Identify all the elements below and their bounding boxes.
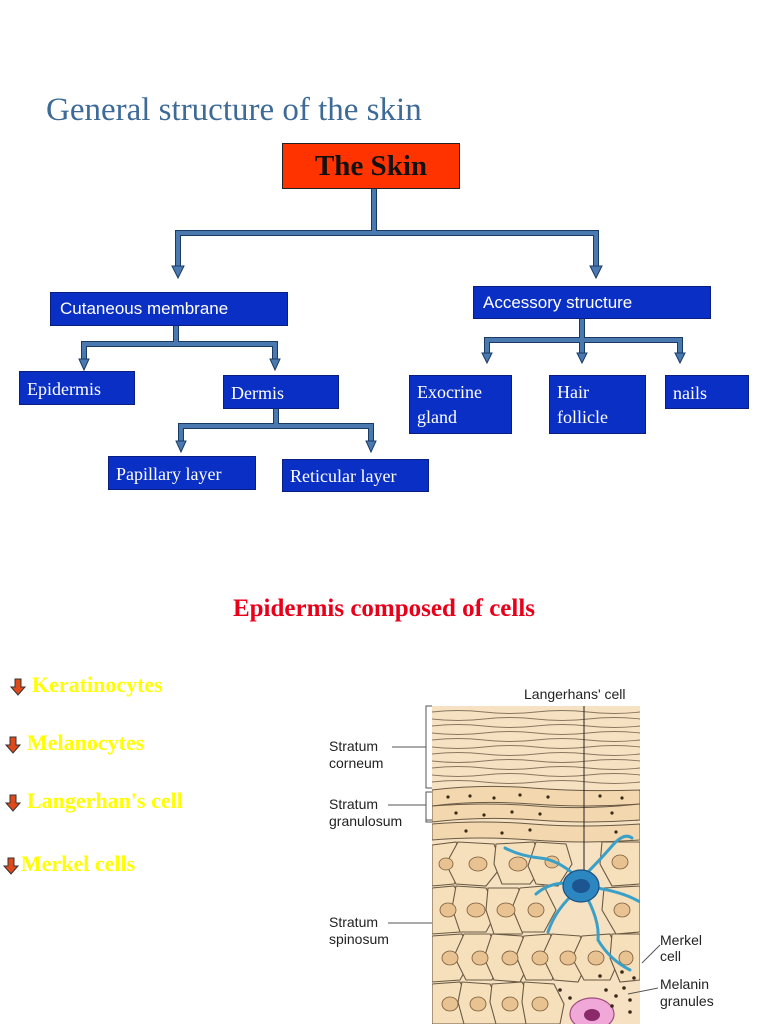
label-melanin-1: Melanin — [660, 976, 709, 992]
node-reticular-layer: Reticular layer — [282, 459, 429, 492]
node-exocrine-line2: gland — [417, 407, 457, 427]
node-hair-line1: Hair — [557, 382, 589, 402]
cell-item-langerhans: Langerhan's cell — [5, 788, 183, 814]
arrow-bullet-icon — [5, 794, 21, 812]
corneum-lines — [432, 710, 640, 784]
label-granulosum-1: Stratum — [329, 796, 378, 812]
node-exocrine-gland: Exocrine gland — [409, 375, 512, 434]
melanocyte-nucleus — [584, 1009, 600, 1021]
epidermis-histology-figure: Langerhans' cell Stratum corneum Stratum… — [329, 686, 714, 1024]
node-cutaneous-membrane: Cutaneous membrane — [50, 292, 288, 326]
label-melanin-2: granules — [660, 993, 714, 1009]
granulosum-cells — [432, 785, 640, 843]
label-langerhans: Langerhans' cell — [524, 686, 626, 702]
cell-item-label: Merkel cells — [21, 851, 136, 876]
tree-connectors — [78, 186, 686, 454]
melanin-dots — [558, 970, 636, 1014]
cell-item-merkel: Merkel cells — [3, 851, 135, 877]
cell-item-melanocytes: Melanocytes — [5, 730, 144, 756]
langerhans-nucleus — [572, 879, 590, 893]
node-hair-line2: follicle — [557, 407, 608, 427]
label-spinosum-2: spinosum — [329, 931, 389, 947]
cell-item-label: Keratinocytes — [32, 672, 163, 697]
label-corneum-2: corneum — [329, 755, 383, 771]
label-spinosum-1: Stratum — [329, 914, 378, 930]
layer-brackets — [388, 705, 661, 995]
label-merkel-2: cell — [660, 948, 681, 964]
node-nails: nails — [665, 375, 749, 409]
node-accessory-structure: Accessory structure — [473, 286, 711, 319]
page-title: General structure of the skin — [46, 92, 422, 128]
label-merkel-1: Merkel — [660, 932, 702, 948]
node-dermis: Dermis — [223, 375, 339, 409]
node-hair-follicle: Hair follicle — [549, 375, 646, 434]
arrow-bullet-icon — [5, 736, 21, 754]
cell-item-label: Langerhan's cell — [27, 788, 183, 813]
label-granulosum-2: granulosum — [329, 813, 402, 829]
node-exocrine-line1: Exocrine — [417, 382, 482, 402]
cell-item-label: Melanocytes — [27, 730, 145, 755]
cell-item-keratinocytes: Keratinocytes — [10, 672, 163, 698]
node-papillary-layer: Papillary layer — [108, 456, 256, 490]
cells-heading: Epidermis composed of cells — [232, 595, 536, 622]
tree-root-skin: The Skin — [282, 143, 460, 189]
node-epidermis: Epidermis — [19, 371, 135, 405]
arrow-bullet-icon — [10, 678, 26, 696]
cell-nuclei — [438, 854, 634, 1012]
granule-dots — [446, 793, 624, 835]
arrow-bullet-icon — [3, 857, 19, 875]
label-corneum-1: Stratum — [329, 738, 378, 754]
